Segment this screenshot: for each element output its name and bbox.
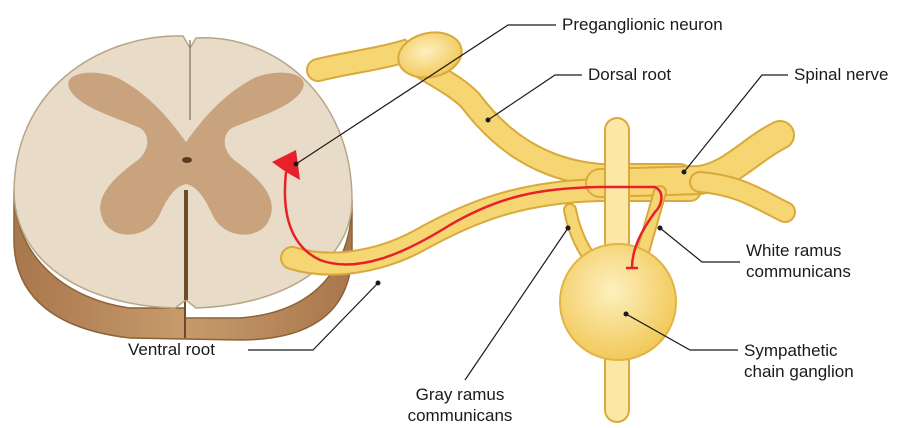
label-spinal-nerve: Spinal nerve	[794, 64, 889, 85]
label-white-ramus-line1: White ramus	[746, 240, 851, 261]
label-sympathetic-line2: chain ganglion	[744, 361, 854, 382]
label-gray-ramus-line1: Gray ramus	[398, 384, 522, 405]
label-preganglionic-neuron: Preganglionic neuron	[562, 14, 723, 35]
label-dorsal-root: Dorsal root	[588, 64, 671, 85]
label-sympathetic-chain-ganglion: Sympathetic chain ganglion	[744, 340, 854, 382]
label-ventral-root: Ventral root	[128, 339, 215, 360]
sympathetic-chain-ganglion	[560, 244, 676, 360]
label-white-ramus-line2: communicans	[746, 261, 851, 282]
label-white-ramus-communicans: White ramus communicans	[746, 240, 851, 282]
label-sympathetic-line1: Sympathetic	[744, 340, 854, 361]
central-canal	[182, 157, 192, 163]
label-gray-ramus-line2: communicans	[398, 405, 522, 426]
spinal-cord	[14, 36, 352, 340]
nerve-structures	[292, 27, 785, 410]
label-gray-ramus-communicans: Gray ramus communicans	[398, 384, 522, 426]
